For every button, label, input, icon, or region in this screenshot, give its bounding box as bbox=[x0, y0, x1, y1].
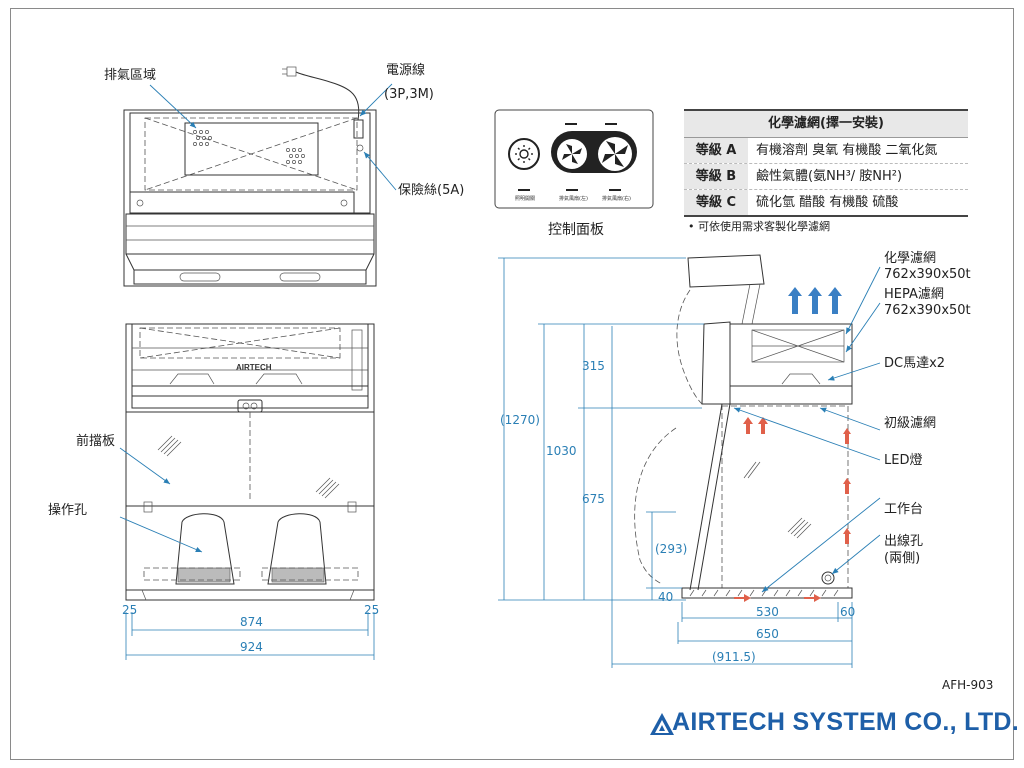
fuse-label: 保險絲(5A) bbox=[398, 183, 464, 198]
filter-table-note: • 可依使用需求客製化學濾網 bbox=[688, 220, 830, 233]
dim-bottom-section: 675 bbox=[582, 492, 605, 506]
airflow-exhaust-arrows bbox=[788, 287, 842, 314]
front-left-margin: 25 bbox=[122, 603, 137, 617]
dim-body-depth: 650 bbox=[756, 627, 779, 641]
side-view bbox=[634, 254, 853, 599]
worktable-label: 工作台 bbox=[884, 502, 923, 517]
filter-table-row: 等級 A 有機溶劑 臭氧 有機酸 二氧化氮 bbox=[684, 138, 968, 164]
dim-body-height: 1030 bbox=[546, 444, 577, 458]
filter-content: 硫化氫 醋酸 有機酸 硫酸 bbox=[756, 195, 899, 210]
dim-total-depth: (911.5) bbox=[712, 650, 756, 664]
filter-table-row: 等級 C 硫化氫 醋酸 有機酸 硫酸 bbox=[684, 190, 968, 217]
drawing-frame bbox=[10, 8, 1014, 760]
dim-base: 40 bbox=[658, 590, 673, 604]
dim-opening: (293) bbox=[655, 542, 687, 556]
front-inner-width: 874 bbox=[240, 615, 263, 629]
chem-filter-label: 化學濾網 bbox=[884, 251, 936, 266]
filter-grade: 等級 B bbox=[684, 164, 748, 189]
exhaust-area-label: 排氣區域 bbox=[104, 68, 156, 83]
fan-right-icon bbox=[602, 141, 628, 167]
power-cord-label: 電源線 bbox=[386, 62, 425, 78]
pre-filter-label: 初級濾網 bbox=[884, 416, 936, 431]
filter-table-header: 化學濾網(擇一安裝) bbox=[684, 111, 968, 138]
dc-motor-label: DC馬達x2 bbox=[884, 356, 945, 371]
dim-rear-depth: 60 bbox=[840, 605, 855, 619]
fan-right-label: 排氣風扇(右) bbox=[602, 195, 631, 202]
front-panel-label: 前擋板 bbox=[76, 433, 115, 449]
chemical-filter-table: 化學濾網(擇一安裝) 等級 A 有機溶劑 臭氧 有機酸 二氧化氮 等級 B 鹼性… bbox=[684, 109, 968, 217]
filter-grade: 等級 A bbox=[684, 138, 748, 163]
exhaust-holes-right bbox=[286, 148, 305, 164]
control-panel-caption: 控制面板 bbox=[548, 222, 604, 238]
dim-total-height: (1270) bbox=[500, 413, 540, 427]
airflow-intake-arrows bbox=[734, 417, 851, 602]
front-total-width: 924 bbox=[240, 640, 263, 654]
light-icon bbox=[515, 145, 533, 163]
hepa-filter-label: HEPA濾網 bbox=[884, 287, 944, 302]
front-dimension-lines bbox=[125, 612, 375, 660]
dim-top-section: 315 bbox=[582, 359, 605, 373]
front-view bbox=[125, 323, 375, 601]
side-dimension-lines bbox=[498, 257, 853, 668]
control-panel: 照明開關 排氣風扇(左) 排氣風扇(右) bbox=[494, 109, 654, 209]
filter-content: 有機溶劑 臭氧 有機酸 二氧化氮 bbox=[756, 143, 938, 158]
company-logo-icon bbox=[650, 713, 674, 735]
side-view-leaders bbox=[733, 266, 881, 593]
front-right-margin: 25 bbox=[364, 603, 379, 617]
chem-filter-size: 762x390x50t bbox=[884, 267, 971, 282]
top-view bbox=[123, 66, 377, 287]
fan-left-icon bbox=[562, 144, 582, 164]
power-cord-spec-label: (3P,3M) bbox=[384, 87, 434, 102]
filter-table-row: 等級 B 鹼性氣體(氨NH³/ 胺NH²) bbox=[684, 164, 968, 190]
led-label: LED燈 bbox=[884, 453, 922, 468]
exhaust-holes-left bbox=[193, 130, 212, 146]
filter-content: 鹼性氣體(氨NH³/ 胺NH²) bbox=[756, 169, 903, 184]
hepa-filter-size: 762x390x50t bbox=[884, 303, 971, 318]
company-name: AIRTECH SYSTEM CO., LTD. bbox=[672, 708, 1020, 736]
dim-work-depth: 530 bbox=[756, 605, 779, 619]
cable-hole-note: (兩側) bbox=[884, 551, 920, 566]
fan-left-label: 排氣風扇(左) bbox=[559, 195, 588, 202]
light-button-label: 照明開關 bbox=[515, 196, 535, 202]
model-number: AFH-903 bbox=[942, 678, 994, 692]
filter-grade: 等級 C bbox=[684, 190, 748, 215]
front-logo: AIRTECH bbox=[236, 363, 272, 372]
hand-hole-label: 操作孔 bbox=[48, 502, 87, 518]
cable-hole-label: 出線孔 bbox=[884, 533, 923, 549]
